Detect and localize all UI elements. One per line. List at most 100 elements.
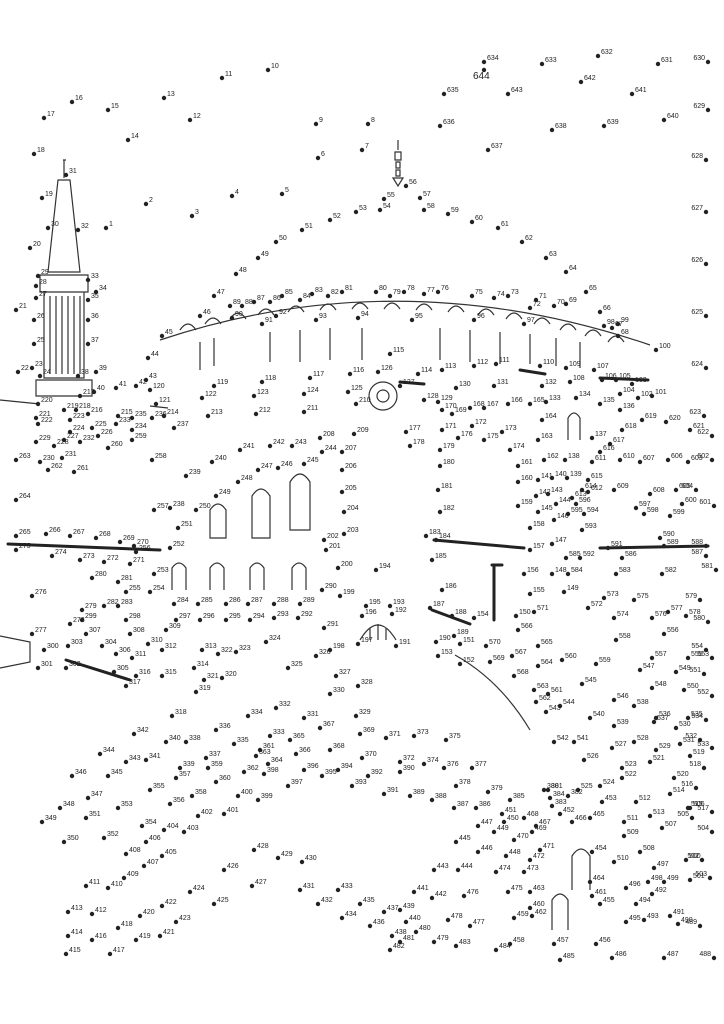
dot-label-242: 242 <box>273 439 285 446</box>
dot-label-27: 27 <box>39 291 47 298</box>
dot-label-10: 10 <box>271 63 279 70</box>
dot-414 <box>65 933 71 939</box>
dot-label-167: 167 <box>487 401 499 408</box>
dot-label-507: 507 <box>665 821 677 828</box>
dot-183 <box>423 533 429 539</box>
dot-label-460: 460 <box>533 901 545 908</box>
dot-106 <box>599 377 605 383</box>
dot-label-252: 252 <box>173 541 185 548</box>
dot-72 <box>527 305 533 311</box>
dot-label-598: 598 <box>647 507 659 514</box>
dot-170 <box>439 407 445 413</box>
dot-label-148: 148 <box>555 567 567 574</box>
dot-425 <box>211 901 217 907</box>
dot-label-607: 607 <box>643 455 655 462</box>
dot-356 <box>167 801 173 807</box>
dot-408 <box>123 851 129 857</box>
dot-label-404: 404 <box>167 823 179 830</box>
dot-214 <box>161 413 167 419</box>
dot-label-16: 16 <box>75 95 83 102</box>
dot-label-378: 378 <box>459 779 471 786</box>
dot-label-17: 17 <box>47 111 55 118</box>
dot-label-483: 483 <box>459 939 471 946</box>
dot-label-621: 621 <box>693 423 705 430</box>
dot-504 <box>709 829 715 835</box>
dot-18 <box>31 151 37 157</box>
dot-label-628: 628 <box>691 153 703 160</box>
dot-198 <box>327 647 333 653</box>
dot-label-268: 268 <box>99 531 111 538</box>
dot-label-55: 55 <box>387 192 395 199</box>
dot-633 <box>539 61 545 67</box>
dot-label-65: 65 <box>589 285 597 292</box>
dot-313 <box>199 647 205 653</box>
dot-label-446: 446 <box>481 845 493 852</box>
dot-278 <box>67 621 73 627</box>
dot-label-487: 487 <box>667 951 679 958</box>
dot-538 <box>631 703 637 709</box>
dot-383 <box>549 803 555 809</box>
dot-24 <box>37 373 43 379</box>
dot-33 <box>85 277 91 283</box>
dot-44 <box>145 355 151 361</box>
dot-label-26: 26 <box>37 313 45 320</box>
dot-label-355: 355 <box>153 783 165 790</box>
dot-label-306: 306 <box>119 647 131 654</box>
dot-label-386: 386 <box>479 801 491 808</box>
dot-label-5: 5 <box>285 187 289 194</box>
dot-132 <box>539 383 545 389</box>
rose-window <box>368 381 398 411</box>
dot-537 <box>651 719 657 725</box>
dot-label-157: 157 <box>533 543 545 550</box>
dot-116 <box>347 371 353 377</box>
dot-388 <box>429 797 435 803</box>
dot-229 <box>33 439 39 445</box>
dot-label-81: 81 <box>345 285 353 292</box>
dot-label-105: 105 <box>619 373 631 380</box>
dot-37 <box>85 341 91 347</box>
dot-label-430: 430 <box>305 855 317 862</box>
dot-label-110: 110 <box>543 359 554 366</box>
dot-label-248: 248 <box>241 475 253 482</box>
dot-label-45: 45 <box>165 329 173 336</box>
dot-label-324: 324 <box>269 635 281 642</box>
dot-277 <box>29 631 35 637</box>
dot-label-638: 638 <box>555 123 567 130</box>
dot-596 <box>573 501 579 507</box>
dot-label-257: 257 <box>157 503 169 510</box>
dot-label-471: 471 <box>543 843 555 850</box>
dot-label-337: 337 <box>209 751 221 758</box>
dot-label-163: 163 <box>541 433 553 440</box>
dot-label-351: 351 <box>89 811 101 818</box>
dot-label-60: 60 <box>475 215 483 222</box>
dot-label-328: 328 <box>361 679 373 686</box>
dot-label-440: 440 <box>409 915 421 922</box>
dot-14 <box>125 137 131 143</box>
dot-label-262: 262 <box>51 463 63 470</box>
dot-420 <box>137 913 143 919</box>
dot-330 <box>327 691 333 697</box>
dot-56 <box>403 183 409 189</box>
dot-534 <box>703 717 709 723</box>
dot-457 <box>551 941 557 947</box>
dome-drum-top <box>159 300 651 346</box>
dot-586 <box>619 555 625 561</box>
dot-label-139: 139 <box>570 471 582 478</box>
dot-label-88: 88 <box>245 299 253 306</box>
dot-376 <box>441 765 447 771</box>
dot-634 <box>481 59 487 65</box>
dot-107 <box>591 367 597 373</box>
dot-label-420: 420 <box>143 909 155 916</box>
dot-573 <box>601 595 607 601</box>
dot-label-504: 504 <box>697 825 709 832</box>
dot-label-352: 352 <box>107 831 119 838</box>
dot-label-332: 332 <box>279 701 291 708</box>
dot-141 <box>535 477 541 483</box>
dot-label-296: 296 <box>203 613 215 620</box>
dot-286 <box>223 601 229 607</box>
lower-window-row <box>171 562 307 590</box>
dot-label-77: 77 <box>427 287 435 294</box>
dot-label-496: 496 <box>629 881 641 888</box>
dot-615 <box>585 477 591 483</box>
dot-571 <box>531 609 537 615</box>
